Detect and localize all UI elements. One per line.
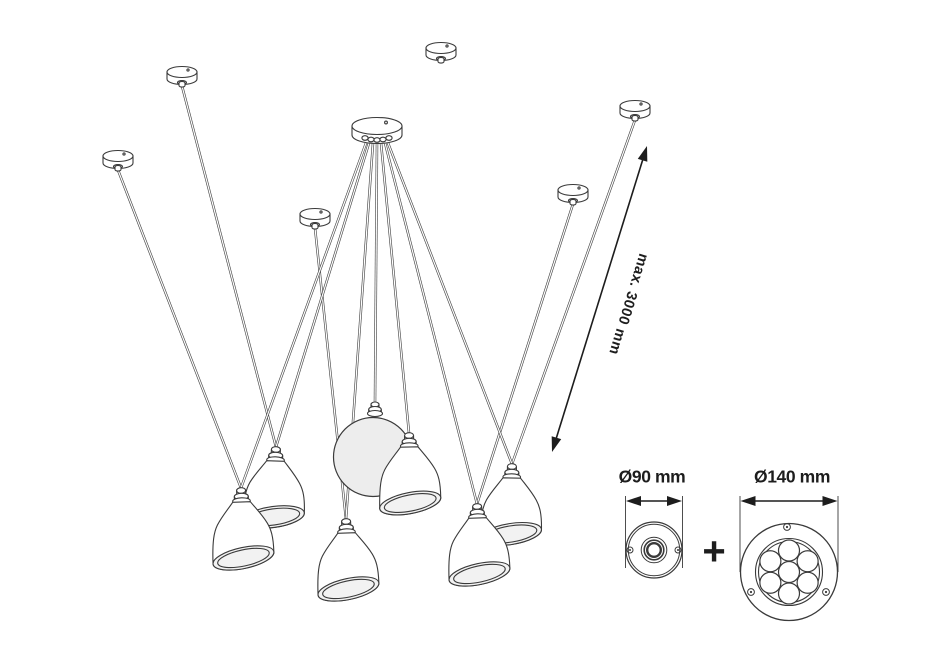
ceiling-rose-5 xyxy=(557,183,589,206)
suspension-cables xyxy=(116,85,637,520)
large-canopy-diameter-label: Ø140 mm xyxy=(754,466,830,487)
lamp-shade-2 xyxy=(313,517,382,607)
small-canopy-detail xyxy=(625,496,683,579)
ceiling-rose-3 xyxy=(425,41,457,64)
ceiling-rose-0 xyxy=(102,149,134,172)
drop-length-arrow xyxy=(551,146,648,452)
small-canopy-diameter-label: Ø90 mm xyxy=(618,466,686,487)
plus-sign: + xyxy=(702,529,726,574)
ceiling-rose-2 xyxy=(299,207,331,230)
large-canopy-detail xyxy=(739,496,839,622)
central-canopy xyxy=(351,116,403,145)
ceiling-rose-4 xyxy=(619,99,651,122)
ceiling-rose-1 xyxy=(166,65,198,88)
suspension-cables-front xyxy=(379,142,411,434)
